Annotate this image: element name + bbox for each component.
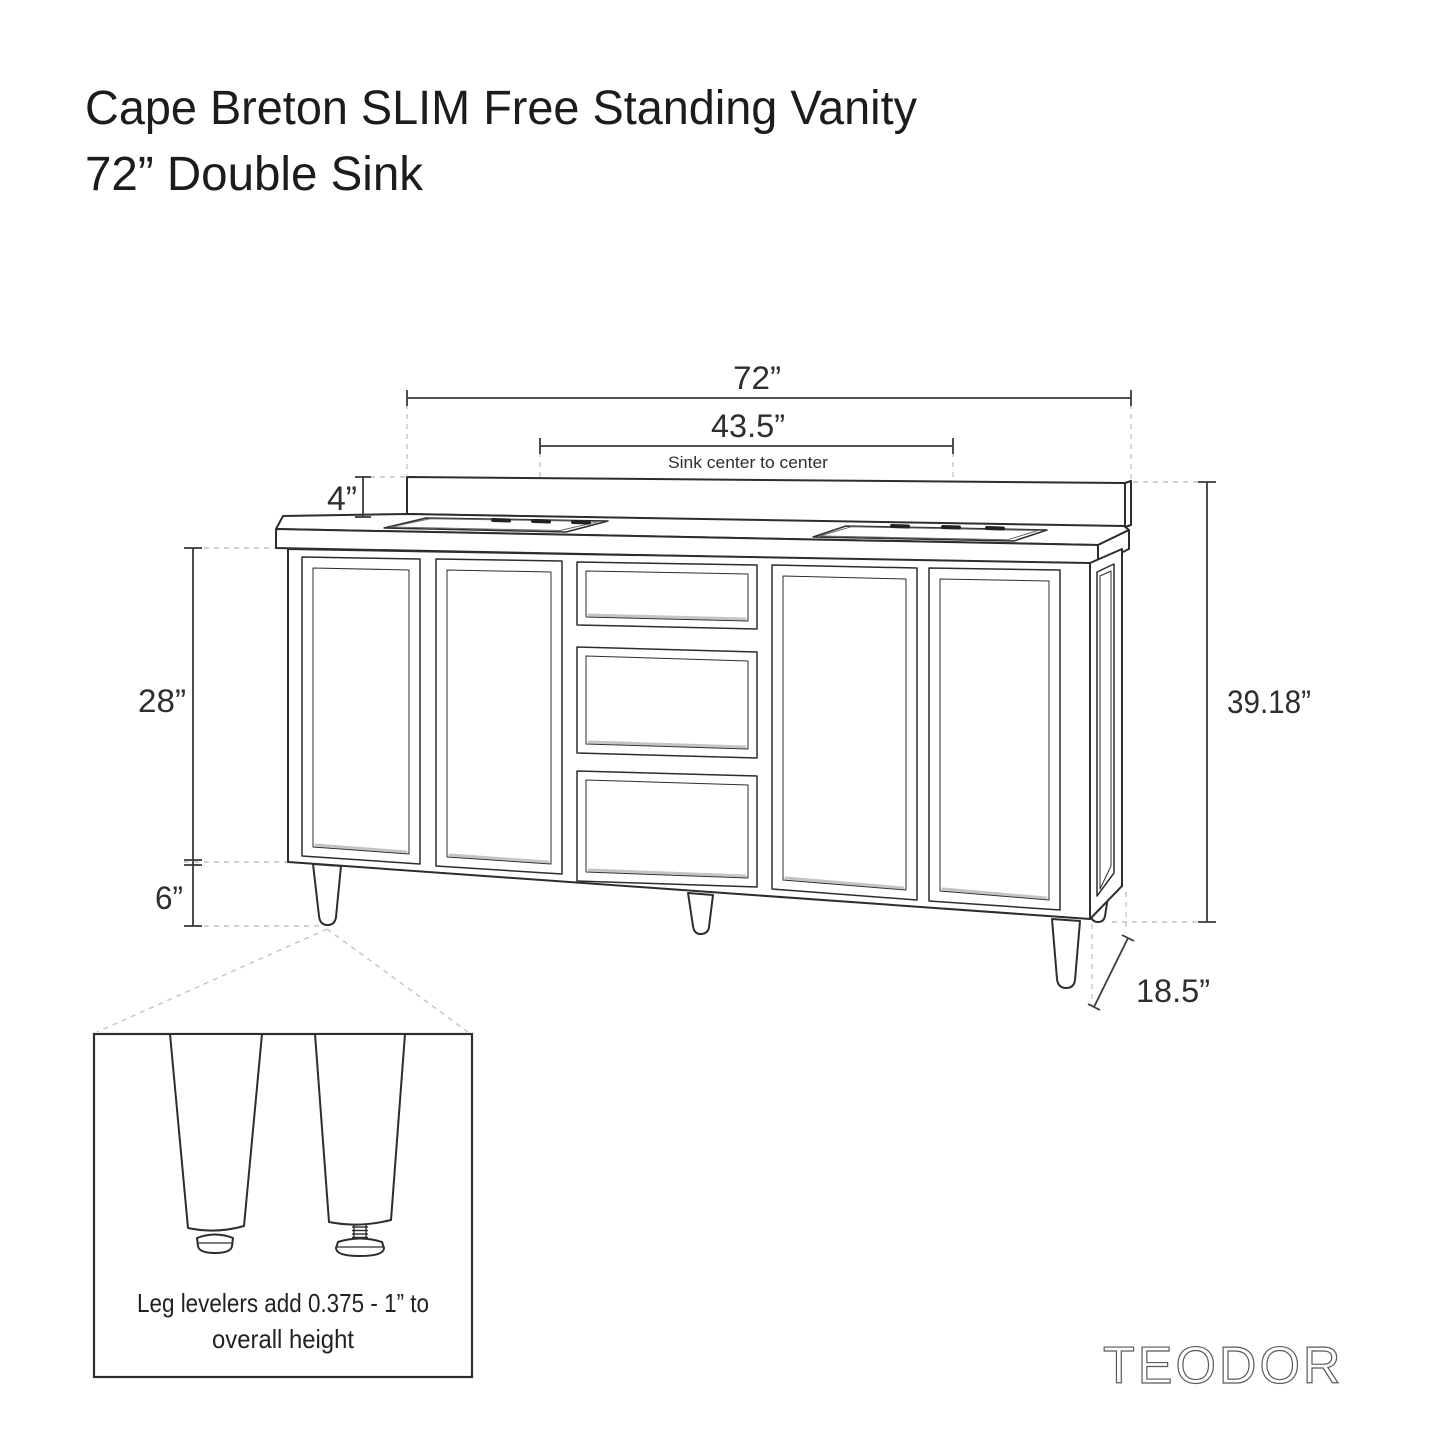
panel-shading bbox=[314, 613, 1048, 900]
side-panel-frame-inner bbox=[1099, 570, 1112, 890]
inset-leg-plain bbox=[169, 1033, 263, 1232]
shade-line bbox=[314, 843, 408, 854]
sinks bbox=[383, 517, 1048, 542]
sink-left-cutout bbox=[383, 517, 609, 533]
side-panel-frame bbox=[1096, 563, 1115, 897]
cabinet-side-face bbox=[1089, 548, 1123, 920]
dim-overall-height bbox=[1198, 481, 1216, 923]
shade-line bbox=[587, 740, 747, 749]
leg-front-center bbox=[687, 892, 714, 935]
backsplash-end bbox=[1124, 480, 1132, 528]
dim-cabinet-and-legs bbox=[184, 547, 202, 927]
faucet-holes bbox=[491, 518, 1005, 531]
label-leg-height: 6” bbox=[155, 880, 183, 916]
dimension-lines bbox=[184, 390, 1216, 1011]
label-sink-centers: 43.5” bbox=[711, 408, 785, 444]
door-left-2 bbox=[435, 558, 563, 875]
shade-line bbox=[587, 613, 747, 621]
label-depth: 18.5” bbox=[1136, 973, 1210, 1009]
dim-tick bbox=[1087, 1003, 1101, 1011]
drawer-bottom-panel bbox=[585, 779, 749, 879]
leader-inset-left bbox=[96, 928, 328, 1033]
dimension-labels: 72” 43.5” Sink center to center 4” 28” 6… bbox=[138, 360, 1311, 1009]
faucet-hole-icon bbox=[491, 518, 511, 523]
faucet-hole-icon bbox=[571, 520, 591, 525]
dim-depth bbox=[1087, 934, 1135, 1011]
inset-leveler-foot-left bbox=[196, 1233, 234, 1254]
door-left-1 bbox=[301, 556, 421, 865]
leader-inset-right bbox=[326, 928, 469, 1033]
shade-line bbox=[448, 853, 550, 864]
shade-line bbox=[941, 887, 1048, 900]
label-overall-width: 72” bbox=[733, 360, 781, 396]
drawer-top bbox=[576, 561, 758, 630]
sink-right-basin-edge bbox=[819, 526, 1039, 541]
dashed-extension-lines bbox=[96, 404, 1199, 1033]
door-right-2 bbox=[928, 567, 1061, 911]
door-right-2-panel bbox=[939, 578, 1050, 901]
cabinet-body bbox=[287, 548, 1123, 920]
dim-line bbox=[1093, 937, 1129, 1008]
inset-leg-threaded bbox=[314, 1033, 406, 1226]
inset-box bbox=[92, 1032, 474, 1379]
countertop bbox=[275, 513, 1130, 565]
vanity-drawing bbox=[275, 476, 1132, 989]
title-line-1: Cape Breton SLIM Free Standing Vanity bbox=[85, 82, 917, 135]
label-cabinet-height: 28” bbox=[138, 683, 186, 719]
dim-backsplash-height bbox=[355, 476, 371, 518]
shade-line bbox=[587, 868, 747, 878]
door-right-1-panel bbox=[782, 575, 907, 891]
inset-note-line-1: Leg levelers add 0.375 - 1” to bbox=[137, 1288, 429, 1318]
drawer-bottom bbox=[576, 770, 758, 888]
title-line-2: 72” Double Sink bbox=[85, 148, 424, 201]
inset-note-line-2: overall height bbox=[212, 1324, 355, 1354]
dim-tick bbox=[1121, 934, 1135, 942]
drawer-middle-panel bbox=[585, 655, 749, 750]
faucet-hole-icon bbox=[985, 526, 1005, 531]
label-overall-height: 39.18” bbox=[1227, 684, 1311, 720]
shade-line bbox=[784, 876, 905, 890]
door-left-1-panel bbox=[312, 567, 410, 855]
dim-sink-centers bbox=[539, 438, 954, 454]
leg-leveler-inset: Leg levelers add 0.375 - 1” to overall h… bbox=[92, 1032, 474, 1379]
door-right-1 bbox=[771, 564, 918, 901]
drawer-middle bbox=[576, 646, 758, 759]
faucet-hole-icon bbox=[531, 519, 551, 524]
leg-front-left bbox=[312, 863, 342, 926]
legs bbox=[312, 863, 1081, 989]
label-sink-centers-note: Sink center to center bbox=[668, 453, 828, 472]
leg-front-right bbox=[1051, 918, 1081, 989]
brand-logo: TEODOR bbox=[1103, 1337, 1343, 1395]
door-left-2-panel bbox=[446, 569, 552, 865]
sink-left-basin-edge bbox=[390, 518, 600, 531]
drawer-top-panel bbox=[585, 570, 749, 622]
dim-overall-width bbox=[406, 390, 1132, 406]
faucet-hole-icon bbox=[890, 524, 910, 529]
faucet-hole-icon bbox=[941, 525, 961, 530]
sink-right-cutout bbox=[812, 525, 1048, 542]
label-backsplash-height: 4” bbox=[327, 480, 357, 518]
page-title: Cape Breton SLIM Free Standing Vanity 72… bbox=[85, 82, 917, 201]
